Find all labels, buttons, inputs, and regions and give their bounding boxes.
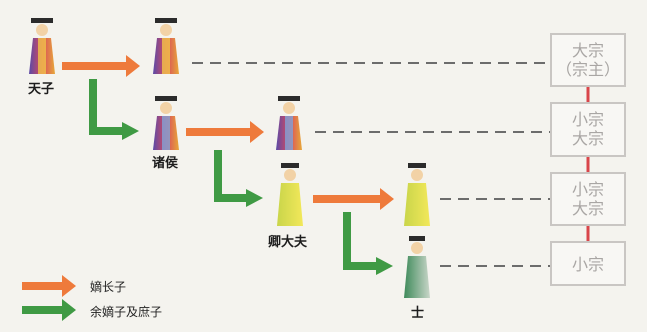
box-dazong-line1: 大宗: [571, 41, 604, 60]
box-dazong-line2: （宗主）: [555, 60, 620, 79]
label-zhuhou: 诸侯: [152, 156, 179, 171]
box-row4-line1: 小宗: [571, 255, 604, 274]
figure-qingdafu: [277, 163, 303, 226]
label-tianzi: 天子: [28, 82, 55, 97]
box-row2-line2: 大宗: [571, 129, 604, 148]
label-qingdafu: 卿大夫: [268, 235, 308, 250]
green-arrow-2: [214, 150, 248, 202]
box-row2-line1: 小宗: [571, 110, 604, 129]
green-arrowhead-2: [246, 189, 263, 207]
figure-zhuhou: [153, 96, 179, 150]
legend-label-green: 余嫡子及庶子: [90, 305, 163, 319]
green-arrow-3: [343, 212, 378, 270]
box-row3-line1: 小宗: [571, 180, 604, 199]
orange-arrow-3: [313, 188, 394, 210]
legend-orange-arrow: [22, 275, 76, 297]
green-arrows: [89, 79, 378, 270]
green-arrowhead-3: [376, 257, 393, 275]
figure-shi: [404, 236, 430, 298]
green-arrowhead-1: [122, 122, 139, 140]
figure-qingdafu-heir: [404, 163, 430, 226]
orange-arrows: [62, 55, 394, 210]
figure-tianzi: [29, 18, 55, 74]
box-xiaozong: 小宗: [550, 241, 626, 286]
figure-tianzi-heir: [153, 18, 179, 74]
figure-zhuhou-heir: [276, 96, 302, 150]
box-xiaozong-dazong-1: 小宗 大宗: [550, 102, 626, 157]
dashed-lines: [192, 62, 550, 267]
green-arrow-1: [89, 79, 124, 135]
orange-arrow-2: [186, 121, 264, 143]
legend-label-orange: 嫡长子: [90, 280, 127, 294]
label-shi: 士: [411, 306, 425, 321]
orange-arrow-1: [62, 55, 140, 77]
legend-green-arrow: [22, 299, 76, 321]
box-xiaozong-dazong-2: 小宗 大宗: [550, 172, 626, 226]
box-row3-line2: 大宗: [571, 199, 604, 218]
box-dazong-zongzhu: 大宗 （宗主）: [550, 33, 626, 87]
